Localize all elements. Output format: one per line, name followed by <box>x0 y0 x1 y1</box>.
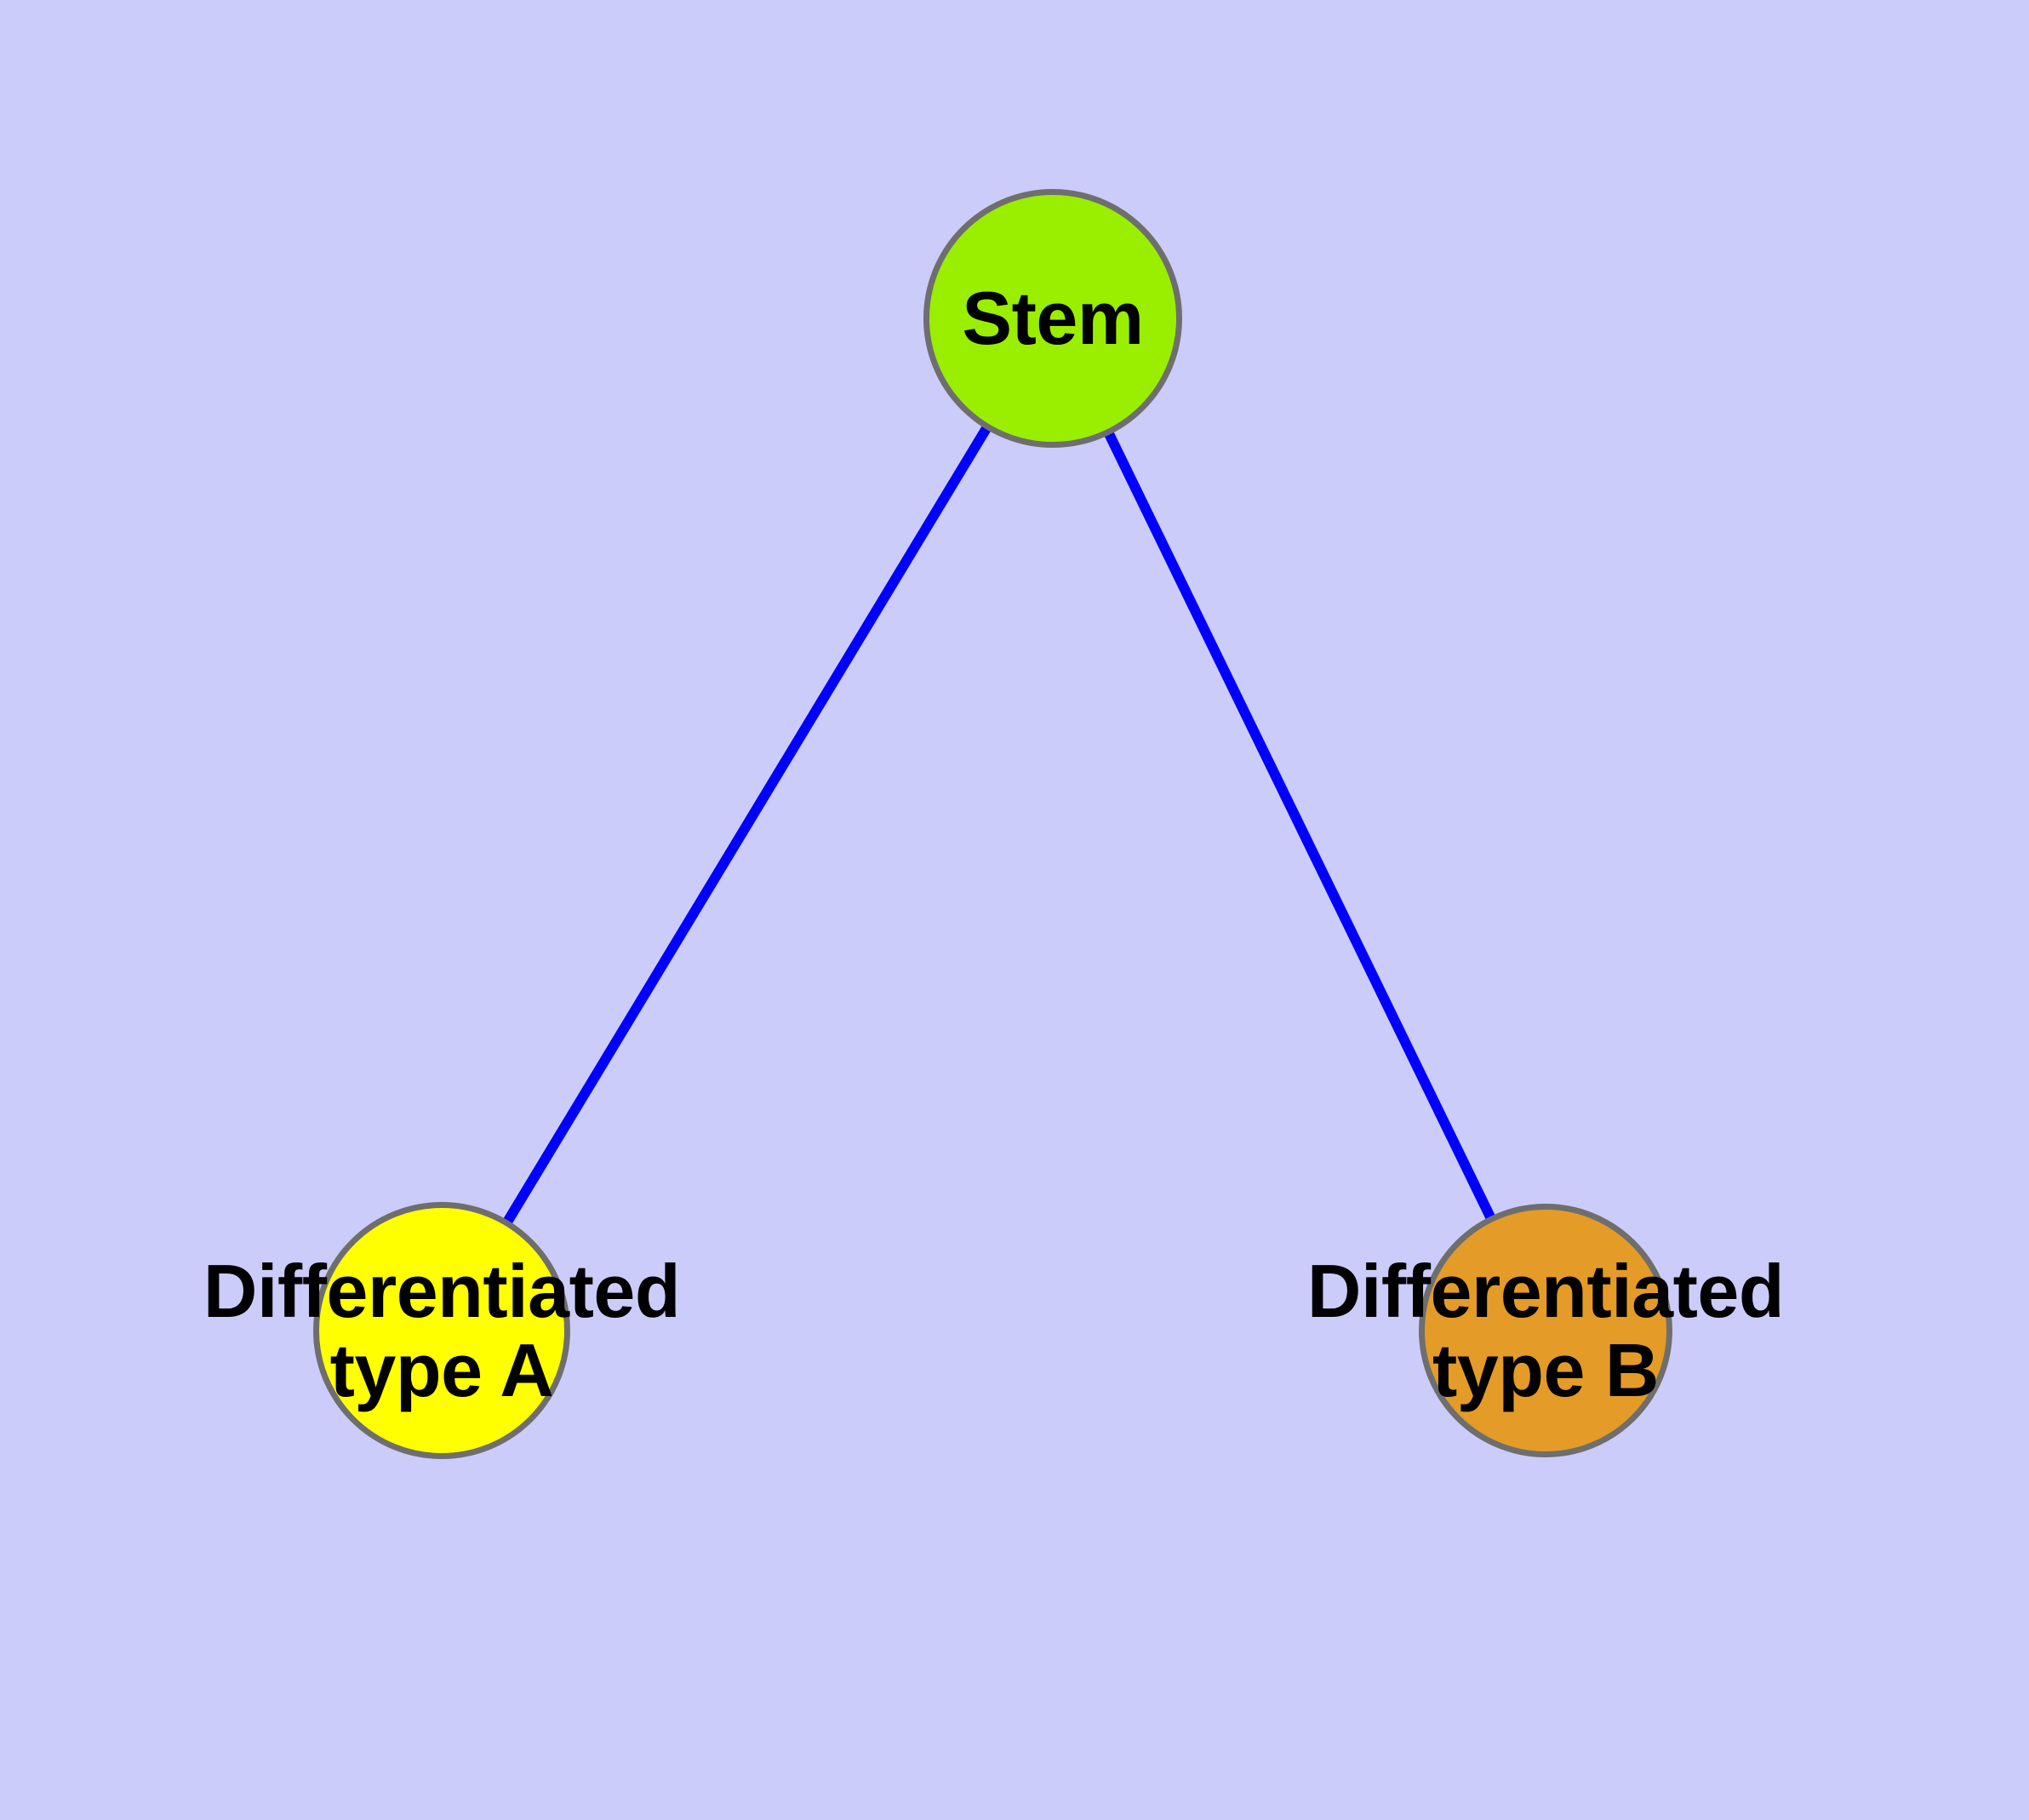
edge-stem-to-diff-a[interactable] <box>437 315 1058 1334</box>
node-differentiated-type-a[interactable] <box>313 1202 570 1459</box>
edge-stem-to-diff-b[interactable] <box>1048 316 1551 1333</box>
node-differentiated-type-b[interactable] <box>1419 1204 1672 1457</box>
node-stem[interactable] <box>923 189 1182 448</box>
